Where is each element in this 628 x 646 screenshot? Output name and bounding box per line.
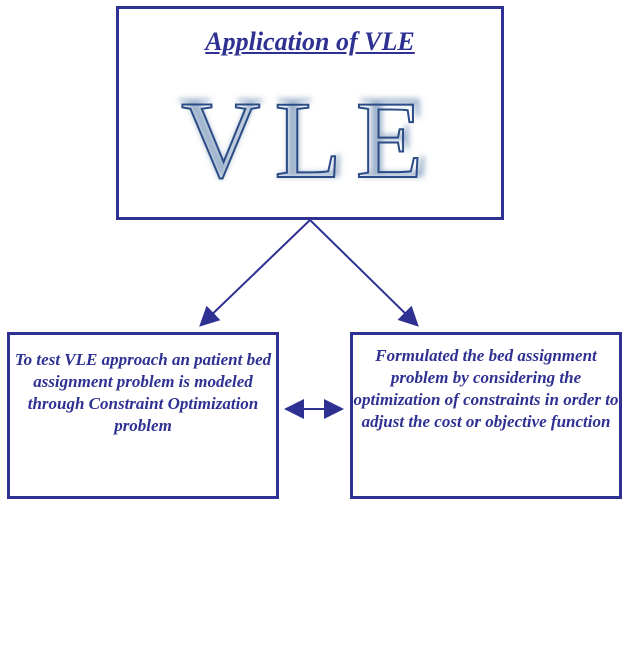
application-box: Application of VLE VLE VLE <box>116 6 504 220</box>
right-box: Formulated the bed assignment problem by… <box>350 332 622 499</box>
svg-text:VLE: VLE <box>181 79 437 201</box>
title: Application of VLE <box>205 27 415 56</box>
arrow-to-left <box>199 219 311 327</box>
vle-logo: VLE VLE <box>177 70 440 203</box>
left-box: To test VLE approach an patient bed assi… <box>7 332 279 499</box>
arrow-to-right <box>309 219 419 327</box>
svg-text:VLE: VLE <box>177 70 440 203</box>
